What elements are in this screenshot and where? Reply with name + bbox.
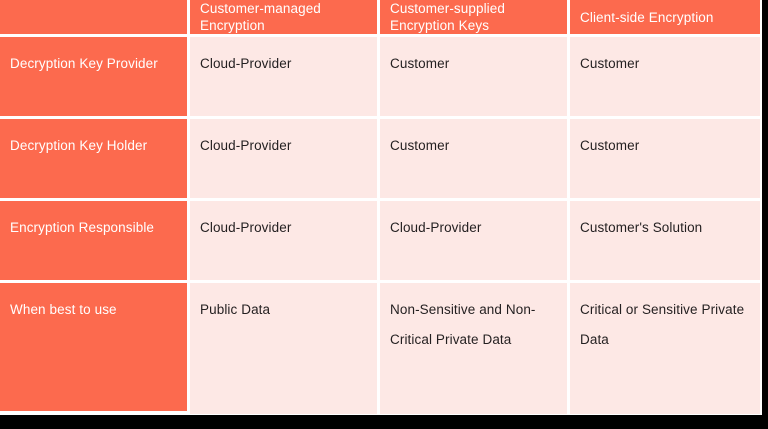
- column-header-label: Customer-supplied Encryption Keys: [390, 1, 505, 33]
- table-cell-text: Customer: [390, 137, 450, 153]
- table-row: Decryption Key Provider Cloud-Provider C…: [0, 37, 760, 119]
- table-cell: Customer: [570, 118, 760, 201]
- table-row: Encryption Responsible Cloud-Provider Cl…: [0, 200, 760, 283]
- table-header-row: Customer-managed Encryption Customer-sup…: [0, 0, 760, 37]
- table-cell: Cloud-Provider: [190, 200, 380, 283]
- table-cell-text: Cloud-Provider: [390, 219, 482, 235]
- column-header-label: Client-side Encryption: [580, 9, 714, 25]
- row-header-label: Encryption Responsible: [10, 219, 155, 235]
- table-cell-text: Customer: [390, 56, 450, 71]
- table-cell: Cloud-Provider: [190, 118, 380, 201]
- table-cell-text: Public Data: [200, 301, 271, 317]
- table-cell: Customer: [380, 37, 570, 119]
- column-header-customer-managed-encryption: Customer-managed Encryption: [190, 0, 380, 37]
- column-header-label: Customer-managed Encryption: [200, 1, 321, 33]
- table-cell: Customer: [570, 37, 760, 119]
- row-header-label: Decryption Key Holder: [10, 137, 148, 153]
- table-cell-text: Customer's Solution: [580, 219, 703, 235]
- table-cell: Customer's Solution: [570, 200, 760, 283]
- table-row: When best to use Public Data Non-Sensiti…: [0, 282, 760, 414]
- table-cell: Critical or Sensitive Private Data: [570, 282, 760, 414]
- table-cell: Cloud-Provider: [190, 37, 380, 119]
- column-header-client-side-encryption: Client-side Encryption: [570, 0, 760, 37]
- row-header-encryption-responsible: Encryption Responsible: [0, 200, 190, 283]
- table-cell-text: Cloud-Provider: [200, 137, 292, 153]
- table-cell-text: Critical or Sensitive Private Data: [580, 301, 745, 347]
- table-cell: Cloud-Provider: [380, 200, 570, 283]
- table-header: Customer-managed Encryption Customer-sup…: [0, 0, 760, 37]
- table-row: Decryption Key Holder Cloud-Provider Cus…: [0, 118, 760, 201]
- page-surface: Customer-managed Encryption Customer-sup…: [0, 0, 762, 415]
- table-cell-text: Cloud-Provider: [200, 219, 292, 235]
- table-cell-text: Cloud-Provider: [200, 56, 292, 71]
- encryption-comparison-table: Customer-managed Encryption Customer-sup…: [0, 0, 760, 414]
- table-cell: Public Data: [190, 282, 380, 414]
- row-header-decryption-key-holder: Decryption Key Holder: [0, 118, 190, 201]
- table-cell-text: Customer: [580, 137, 640, 153]
- row-header-label: When best to use: [10, 301, 117, 317]
- column-header-customer-supplied-encryption-keys: Customer-supplied Encryption Keys: [380, 0, 570, 37]
- row-header-decryption-key-provider: Decryption Key Provider: [0, 37, 190, 119]
- table-cell: Non-Sensitive and Non-Critical Private D…: [380, 282, 570, 414]
- row-header-label: Decryption Key Provider: [10, 56, 158, 71]
- table-corner-cell: [0, 0, 190, 37]
- table-cell-text: Non-Sensitive and Non-Critical Private D…: [390, 301, 536, 347]
- table-cell-text: Customer: [580, 56, 640, 71]
- table-body: Decryption Key Provider Cloud-Provider C…: [0, 37, 760, 414]
- row-header-when-best-to-use: When best to use: [0, 282, 190, 414]
- table-cell: Customer: [380, 118, 570, 201]
